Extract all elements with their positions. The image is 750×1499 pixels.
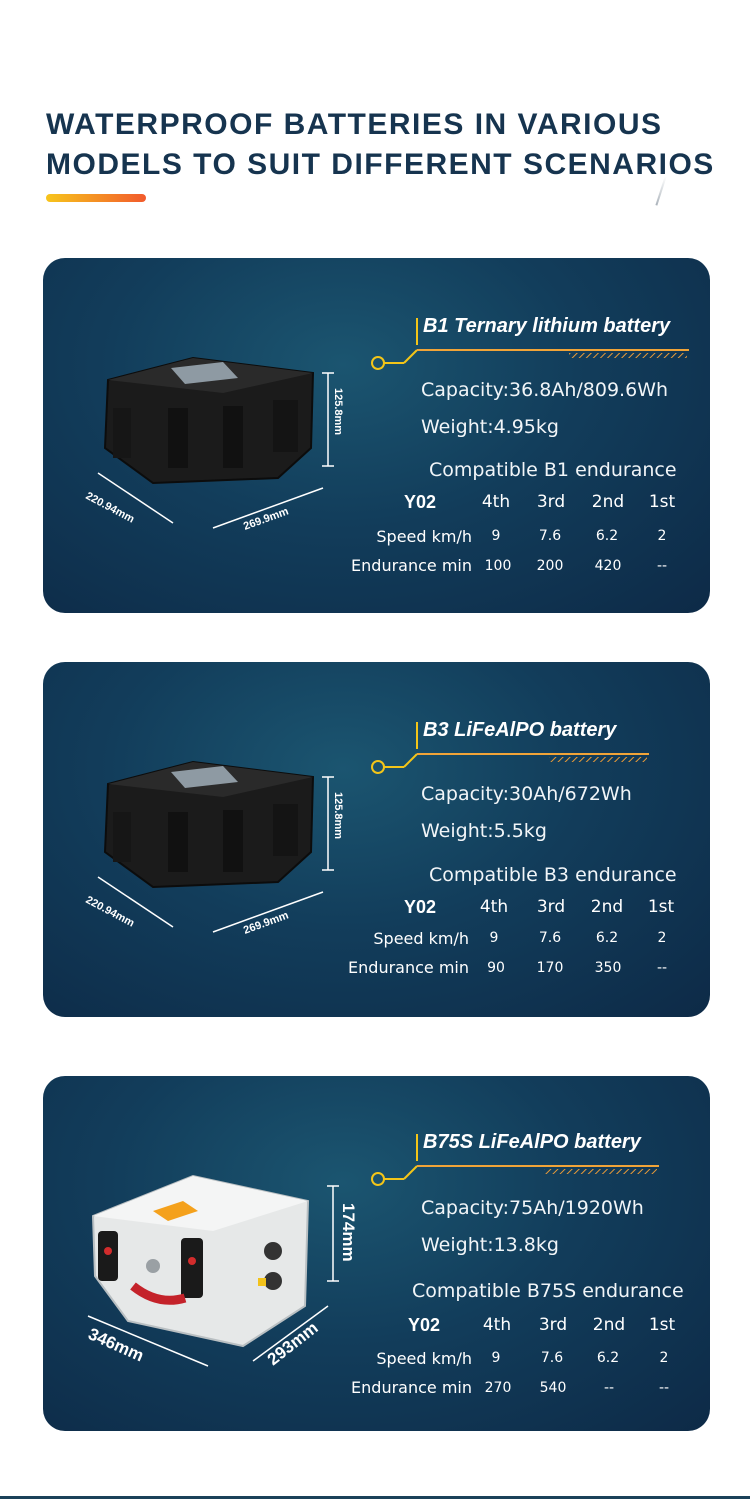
compatible-endurance-label: Compatible B1 endurance	[429, 459, 677, 481]
capacity-text: Capacity:75Ah/1920Wh	[421, 1197, 644, 1219]
table-gear-header: 2nd	[591, 492, 625, 512]
battery-case-image: 174mm 346mm 293mm	[73, 1156, 358, 1376]
speed-value: 9	[491, 528, 501, 544]
capacity-text: Capacity:36.8Ah/809.6Wh	[421, 379, 669, 401]
battery-title: B1 Ternary lithium battery	[423, 315, 671, 337]
compatible-endurance-label: Compatible B75S endurance	[412, 1280, 684, 1302]
table-model: Y02	[403, 492, 437, 512]
weight-text: Weight:5.5kg	[421, 820, 547, 842]
battery-title-block: B75S LiFeAlPO battery	[369, 1131, 699, 1201]
endurance-value: 100	[484, 558, 512, 574]
endurance-value: 90	[487, 960, 505, 976]
title-connector-graphic	[371, 1134, 659, 1186]
battery-case-image: 125.8mm 220.94mm 269.9mm	[73, 742, 344, 962]
battery-card-b75s: 174mm 346mm 293mm B75S LiFeAlPO battery …	[43, 1076, 710, 1431]
endurance-value: 170	[536, 960, 564, 976]
endurance-table: Y02 4th 3rd 2nd 1st Speed km/h 9 7.6 6.2…	[43, 492, 710, 582]
table-gear-header: 1st	[648, 1315, 676, 1335]
page-headline: WATERPROOF BATTERIES IN VARIOUS MODELS T…	[46, 105, 736, 185]
battery-title-block: B1 Ternary lithium battery	[369, 313, 699, 383]
endurance-value: 540	[539, 1380, 567, 1396]
table-gear-header: 3rd	[536, 492, 566, 512]
endurance-table: Y02 4th 3rd 2nd 1st Speed km/h 9 7.6 6.2…	[43, 1315, 710, 1405]
table-gear-header: 4th	[482, 1315, 512, 1335]
endurance-value: --	[656, 960, 668, 976]
headline-line-1: WATERPROOF BATTERIES IN VARIOUS	[46, 108, 663, 141]
table-model: Y02	[403, 897, 437, 917]
weight-text: Weight:13.8kg	[421, 1234, 559, 1256]
speed-row-label: Speed km/h	[376, 527, 472, 546]
battery-title: B3 LiFeAlPO battery	[423, 719, 617, 741]
weight-text: Weight:4.95kg	[421, 416, 559, 438]
speed-value: 2	[659, 1350, 669, 1366]
battery-card-b3: 125.8mm 220.94mm 269.9mm B3 LiFeAlPO bat…	[43, 662, 710, 1017]
battery-title: B75S LiFeAlPO battery	[423, 1131, 641, 1153]
speed-row-label: Speed km/h	[376, 1349, 472, 1368]
table-gear-header: 3rd	[538, 1315, 568, 1335]
table-gear-header: 2nd	[592, 1315, 626, 1335]
endurance-table: Y02 4th 3rd 2nd 1st Speed km/h 9 7.6 6.2…	[43, 897, 710, 987]
dim-height-label: 125.8mm	[332, 388, 344, 435]
table-gear-header: 2nd	[590, 897, 624, 917]
headline-line-2: MODELS TO SUIT DIFFERENT SCENARIOS	[46, 148, 715, 181]
title-connector-graphic	[371, 722, 649, 774]
table-model: Y02	[407, 1315, 441, 1335]
dim-height-label: 174mm	[339, 1203, 358, 1262]
endurance-row-label: Endurance min	[348, 958, 469, 977]
capacity-text: Capacity:30Ah/672Wh	[421, 783, 632, 805]
speed-value: 7.6	[538, 930, 562, 946]
speed-value: 6.2	[596, 1350, 620, 1366]
table-gear-header: 4th	[481, 492, 511, 512]
title-connector-graphic	[371, 318, 689, 370]
battery-case-image: 125.8mm 220.94mm 269.9mm	[73, 338, 344, 558]
endurance-value: --	[656, 558, 668, 574]
endurance-value: --	[658, 1380, 670, 1396]
endurance-value: 350	[594, 960, 622, 976]
speed-value: 9	[489, 930, 499, 946]
speed-value: 2	[657, 930, 667, 946]
endurance-row-label: Endurance min	[351, 1378, 472, 1397]
table-gear-header: 1st	[647, 897, 675, 917]
speed-value: 2	[657, 528, 667, 544]
headline-accent-bar	[46, 194, 146, 202]
endurance-row-label: Endurance min	[351, 556, 472, 575]
compatible-endurance-label: Compatible B3 endurance	[429, 864, 677, 886]
speed-row-label: Speed km/h	[373, 929, 469, 948]
speed-value: 9	[491, 1350, 501, 1366]
battery-title-block: B3 LiFeAlPO battery	[369, 717, 699, 787]
table-gear-header: 1st	[648, 492, 676, 512]
bottom-divider	[0, 1496, 750, 1499]
speed-value: 7.6	[540, 1350, 564, 1366]
table-gear-header: 4th	[479, 897, 509, 917]
dim-height-label: 125.8mm	[332, 792, 344, 839]
table-gear-header: 3rd	[536, 897, 566, 917]
endurance-value: --	[603, 1380, 615, 1396]
speed-value: 7.6	[538, 528, 562, 544]
battery-card-b1: 125.8mm 220.94mm 269.9mm B1 Ternary lith…	[43, 258, 710, 613]
endurance-value: 200	[536, 558, 564, 574]
speed-value: 6.2	[595, 528, 619, 544]
endurance-value: 270	[484, 1380, 512, 1396]
speed-value: 6.2	[595, 930, 619, 946]
endurance-value: 420	[594, 558, 622, 574]
